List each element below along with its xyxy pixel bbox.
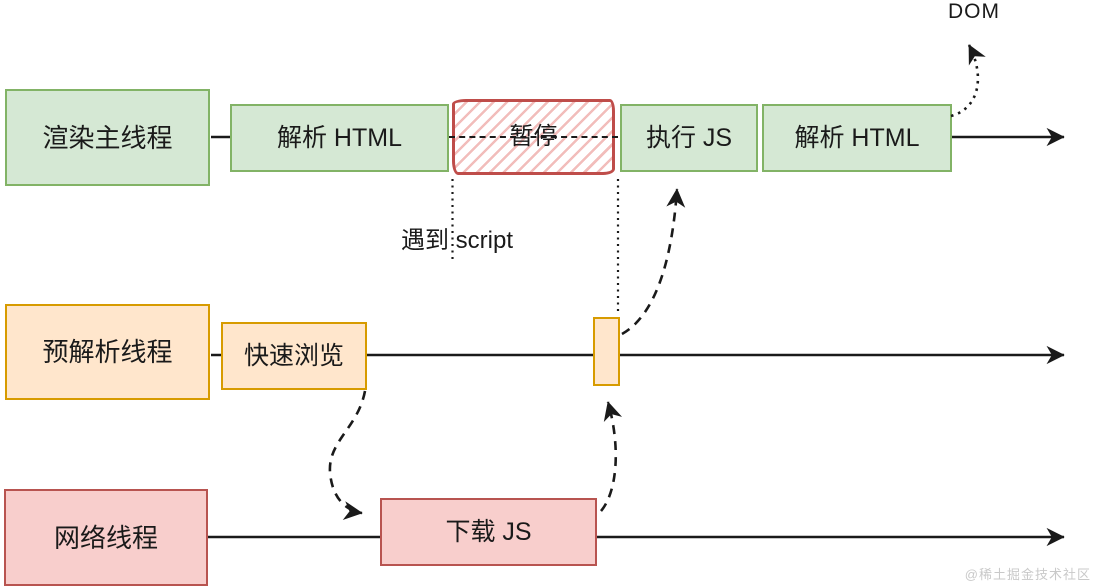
parse-html-box-2: 解析 HTML <box>762 104 952 172</box>
encounter-script-label: 遇到 script <box>400 227 513 254</box>
preparse-marker-box <box>593 317 620 386</box>
watermark: @稀土掘金技术社区 <box>964 567 1091 582</box>
quick-scan-box: 快速浏览 <box>221 322 367 390</box>
dom-dotted-arrow <box>950 44 986 118</box>
parse-html-box-1: 解析 HTML <box>230 104 449 172</box>
marker-to-execute-js-dashed-arrow <box>621 188 686 336</box>
network-thread-box: 网络线程 <box>4 489 208 586</box>
render-main-thread-label: 渲染主线程 <box>42 122 173 153</box>
execute-js-box: 执行 JS <box>620 104 758 172</box>
pause-dashed-line <box>449 136 618 138</box>
download-js-label: 下载 JS <box>445 517 532 546</box>
download-to-marker-dashed-arrow <box>599 401 623 512</box>
pause-box: 暂停 <box>449 99 618 175</box>
render-main-thread-box: 渲染主线程 <box>5 89 210 186</box>
scan-to-download-dashed-arrow <box>328 390 367 520</box>
parse-html-2-label: 解析 HTML <box>794 123 920 152</box>
quick-scan-label: 快速浏览 <box>243 341 344 370</box>
preparse-thread-box: 预解析线程 <box>5 304 210 400</box>
parse-html-1-label: 解析 HTML <box>276 123 402 152</box>
preparse-thread-label: 预解析线程 <box>42 337 173 367</box>
execute-js-label: 执行 JS <box>645 123 733 152</box>
dom-label: DOM <box>948 0 1000 23</box>
pause-label: 暂停 <box>509 123 558 150</box>
download-js-box: 下载 JS <box>380 498 597 566</box>
network-thread-label: 网络线程 <box>53 522 158 553</box>
